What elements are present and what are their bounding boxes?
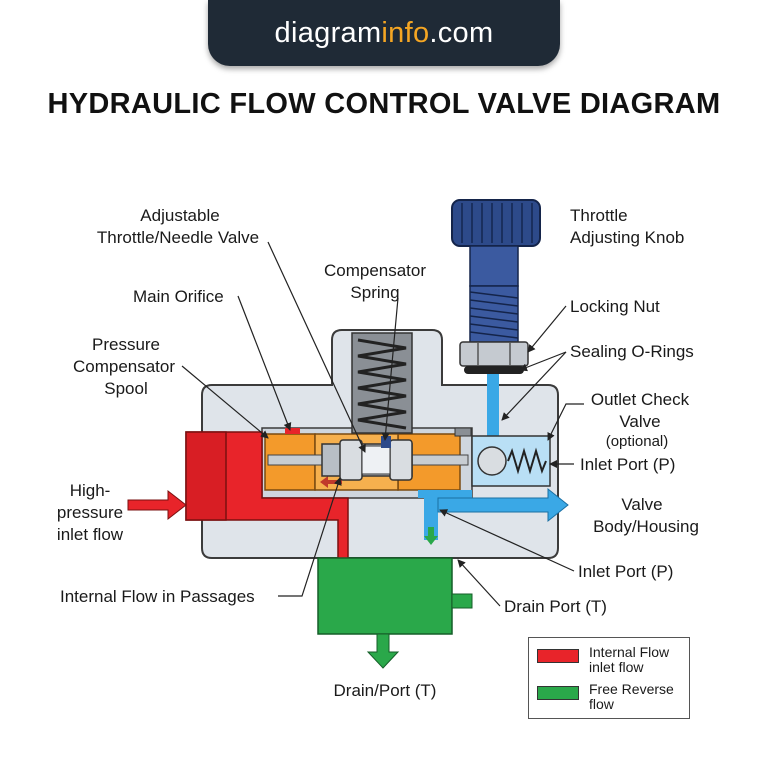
legend-reverse-flow-line2: flow bbox=[589, 696, 614, 712]
drain-arrow bbox=[366, 633, 400, 669]
legend-swatch-red bbox=[537, 649, 579, 663]
label-internal-flow: Internal Flow in Passages bbox=[60, 587, 255, 606]
label-high-pressure-1: High- bbox=[70, 481, 111, 500]
label-drain-port-right: Drain Port (T) bbox=[504, 597, 607, 616]
check-valve-ball bbox=[477, 446, 507, 476]
leader-locking-nut bbox=[527, 305, 567, 353]
spool-land-left bbox=[339, 439, 363, 481]
leader-adjustable-throttle bbox=[267, 241, 366, 453]
orifice-marker bbox=[381, 436, 391, 448]
leader-main-orifice bbox=[237, 295, 292, 431]
label-high-pressure-2: pressure bbox=[57, 503, 123, 522]
legend-swatch-green bbox=[537, 686, 579, 700]
drain-side-port bbox=[451, 593, 473, 609]
leader-orings-2 bbox=[501, 351, 567, 421]
diagram-title: HYDRAULIC FLOW CONTROL VALVE DIAGRAM bbox=[47, 88, 721, 120]
compensator-spring-coil bbox=[357, 338, 407, 430]
nut-facets bbox=[477, 342, 511, 366]
label-locking-nut: Locking Nut bbox=[570, 297, 660, 316]
outlet-flow-arrow bbox=[437, 487, 569, 523]
label-valve-body-1: Valve bbox=[621, 495, 662, 514]
legend-reverse-flow-line1: Free Reverse bbox=[589, 681, 674, 697]
site-name-part1: diagram bbox=[274, 16, 382, 49]
site-name-part2: info bbox=[381, 16, 430, 49]
label-comp-spring-1: Compensator bbox=[324, 261, 426, 280]
locking-nut bbox=[459, 341, 529, 367]
leader-drain-port-right bbox=[457, 559, 501, 607]
leader-compensator-spring bbox=[381, 297, 399, 441]
label-inlet-port-lower: Inlet Port (P) bbox=[578, 562, 673, 581]
label-spool-3: Spool bbox=[104, 379, 147, 398]
label-check-valve-1: Outlet Check bbox=[591, 390, 690, 409]
legend-item-internal-flow: Internal Flow inlet flow bbox=[537, 645, 669, 675]
label-high-pressure-3: inlet flow bbox=[57, 525, 124, 544]
sealing-oring bbox=[464, 366, 524, 374]
inlet-flow-arrow bbox=[127, 489, 187, 521]
thread-lines bbox=[469, 291, 519, 339]
label-spool-2: Compensator bbox=[73, 357, 175, 376]
inlet-fitting bbox=[185, 431, 227, 521]
label-optional: (optional) bbox=[606, 433, 669, 450]
outlet-flow-vertical bbox=[487, 368, 499, 440]
knob-grip-lines bbox=[461, 203, 533, 243]
leader-orings-1 bbox=[519, 351, 567, 372]
label-adjustable-1: Adjustable bbox=[140, 206, 219, 225]
leader-inlet-port-lower bbox=[439, 509, 575, 572]
leader-outlet-check bbox=[547, 403, 584, 441]
label-comp-spring-2: Spring bbox=[350, 283, 399, 302]
leader-pressure-spool bbox=[181, 365, 269, 439]
return-arrow bbox=[320, 476, 342, 488]
check-valve-spring bbox=[507, 447, 547, 475]
label-inlet-port-upper: Inlet Port (P) bbox=[580, 455, 675, 474]
flow-down-arrow bbox=[424, 527, 438, 545]
label-sealing-orings: Sealing O-Rings bbox=[570, 342, 694, 361]
spool-land-right bbox=[389, 439, 413, 481]
legend: Internal Flow inlet flow Free Reverse fl… bbox=[528, 637, 690, 719]
legend-item-reverse-flow: Free Reverse flow bbox=[537, 682, 674, 712]
legend-internal-flow-line2: inlet flow bbox=[589, 659, 644, 675]
label-main-orifice: Main Orifice bbox=[133, 287, 224, 306]
leader-internal-flow bbox=[278, 477, 342, 597]
legend-internal-flow-line1: Internal Flow bbox=[589, 644, 670, 660]
site-name-part3: .com bbox=[429, 16, 494, 49]
throttle-stem bbox=[469, 245, 519, 287]
label-valve-body-2: Body/Housing bbox=[593, 517, 699, 536]
label-adjustable-2: Throttle/Needle Valve bbox=[97, 228, 259, 247]
spool-center bbox=[361, 445, 391, 475]
check-valve-plug bbox=[454, 427, 472, 437]
drain-block bbox=[317, 557, 453, 635]
label-drain-port-bottom: Drain/Port (T) bbox=[334, 681, 437, 700]
label-knob-1: Throttle bbox=[570, 206, 628, 225]
main-orifice-passage bbox=[285, 428, 300, 434]
label-knob-2: Adjusting Knob bbox=[570, 228, 684, 247]
throttle-knob bbox=[451, 199, 541, 247]
label-check-valve-2: Valve bbox=[619, 412, 660, 431]
label-spool-1: Pressure bbox=[92, 335, 160, 354]
